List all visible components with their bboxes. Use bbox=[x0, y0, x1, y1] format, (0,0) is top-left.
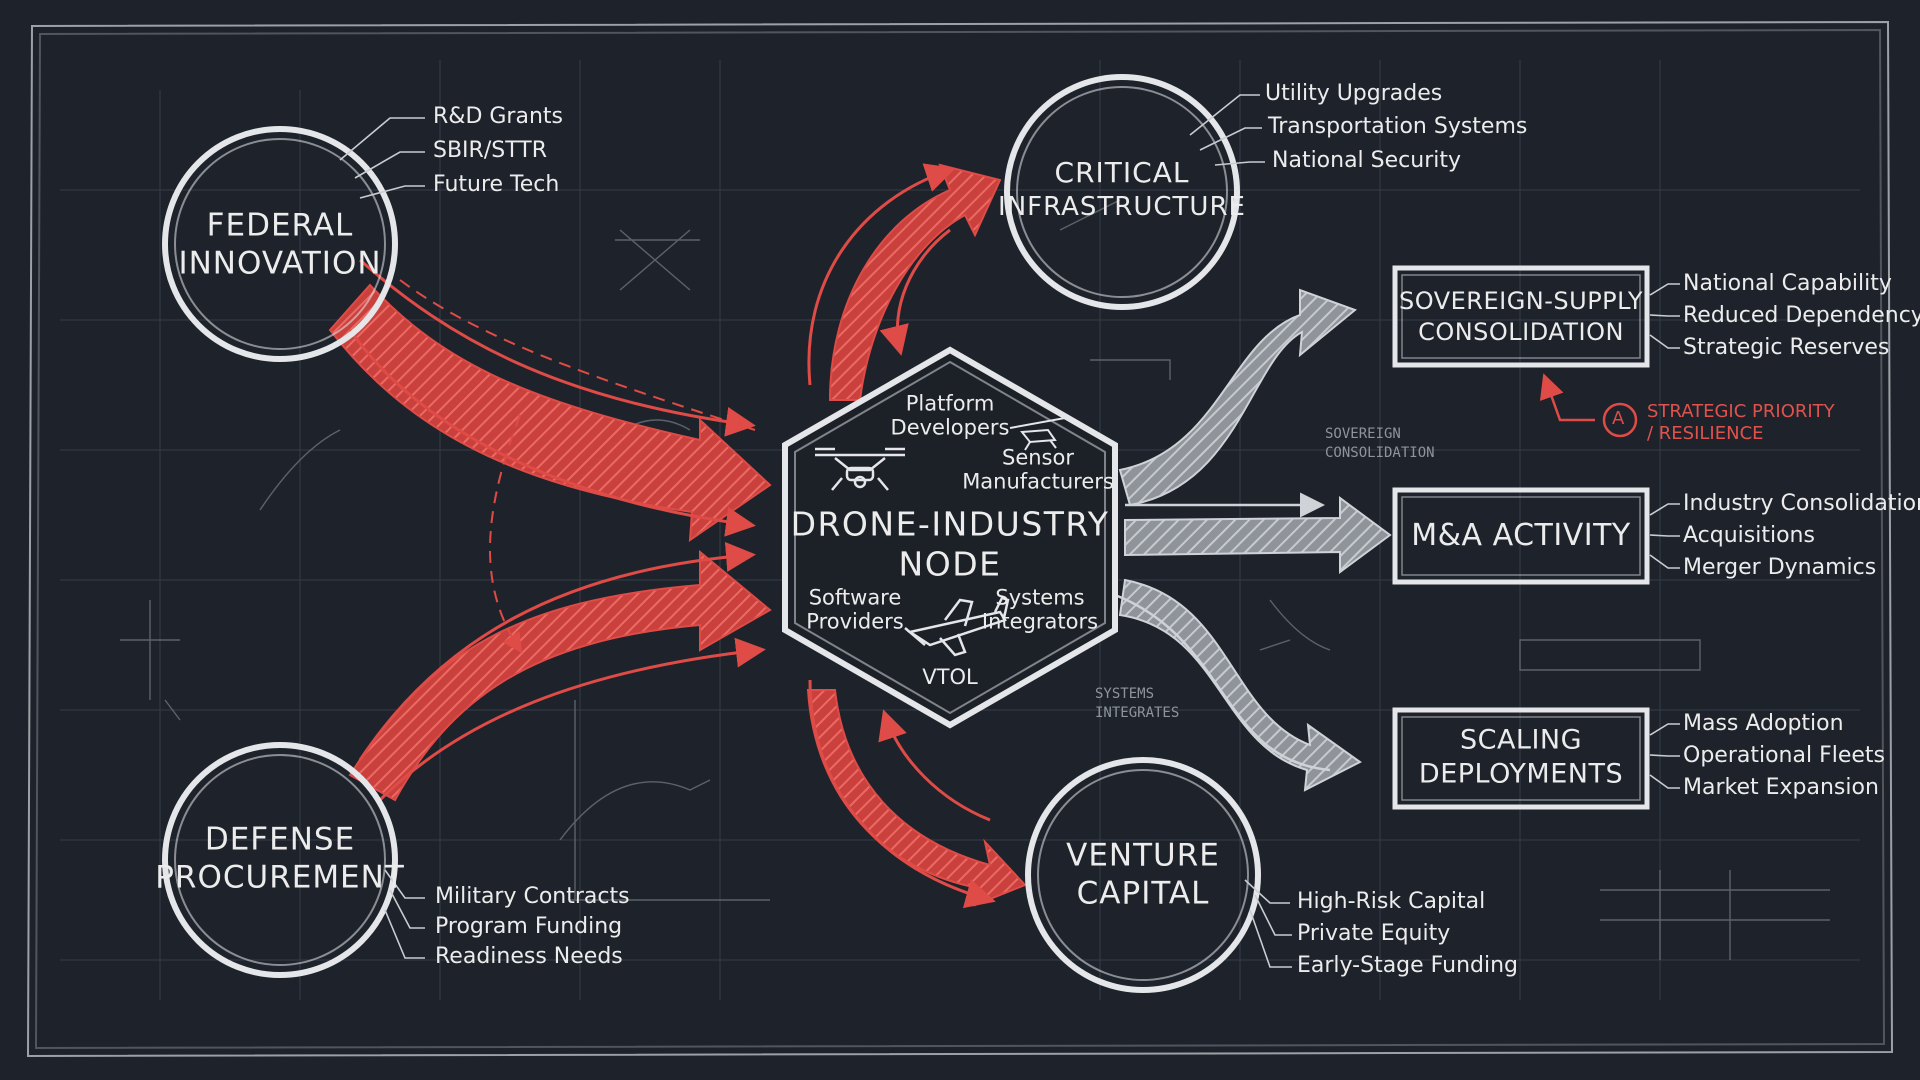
critical-infrastructure-circle bbox=[1004, 74, 1240, 310]
scaling-deployments-box bbox=[1392, 707, 1650, 810]
scaling-flow-arrow bbox=[1118, 578, 1362, 792]
defense-thin-arrow-2 bbox=[378, 637, 766, 802]
federal-main-arrow bbox=[328, 283, 772, 543]
scaling-bullet-3: Market Expansion bbox=[1683, 775, 1879, 800]
chalk-border bbox=[26, 20, 1894, 1058]
federal-thin-arrow-1 bbox=[359, 258, 756, 437]
ma-bullet-2: Acquisitions bbox=[1683, 523, 1815, 548]
venture-flow-arrows bbox=[806, 679, 1027, 909]
sovereign-title-line2: CONSOLIDATION bbox=[1418, 318, 1624, 346]
ma-activity-box bbox=[1392, 487, 1650, 585]
hub-software-providers-label: Software Providers bbox=[806, 585, 904, 633]
federal-bullet-2: SBIR/STTR bbox=[433, 138, 547, 163]
critical-infrastructure-title-line2: INFRASTRUCTURE bbox=[998, 192, 1246, 222]
venture-thin-arrow-1 bbox=[808, 679, 996, 909]
quadcopter-icon bbox=[815, 447, 905, 491]
vtol-aircraft-icon bbox=[904, 596, 1010, 657]
strategic-annotation-letter: A bbox=[1612, 408, 1625, 429]
venture-bullet-3: Early-Stage Funding bbox=[1297, 953, 1518, 978]
venture-return-arrow bbox=[878, 709, 991, 822]
scaling-title-line1: SCALING bbox=[1459, 724, 1583, 756]
background-sketches bbox=[120, 199, 1830, 960]
defense-procurement-circle bbox=[162, 742, 398, 978]
sovereign-supply-box bbox=[1392, 265, 1650, 368]
critical-infrastructure-title-line1: CRITICAL bbox=[1054, 156, 1190, 189]
ma-activity-title: M&A ACTIVITY bbox=[1411, 518, 1631, 553]
sovereign-consolidation-note: SOVEREIGN CONSOLIDATION bbox=[1325, 426, 1435, 461]
venture-capital-circle bbox=[1025, 757, 1261, 993]
venture-capital-title-line1: VENTURE bbox=[1066, 837, 1220, 874]
sovereign-title-line1: SOVEREIGN-SUPPLY bbox=[1398, 287, 1644, 315]
infrastructure-main-arrow bbox=[828, 163, 1002, 401]
defense-procurement-title-line1: DEFENSE bbox=[204, 821, 356, 858]
defense-flow-arrows bbox=[348, 414, 772, 802]
defense-dashed-arrow bbox=[489, 414, 523, 654]
sovereign-bullet-2: Reduced Dependency bbox=[1683, 303, 1920, 328]
hub-title: DRONE-INDUSTRY NODE bbox=[790, 504, 1110, 583]
sovereign-flow-arrow bbox=[1118, 288, 1357, 507]
infrastructure-return-arrow bbox=[879, 228, 951, 356]
federal-bullet-1: R&D Grants bbox=[433, 104, 563, 129]
defense-bullet-3: Readiness Needs bbox=[435, 944, 623, 969]
outcome-flow-arrows bbox=[1114, 288, 1392, 792]
defense-bullet-2: Program Funding bbox=[435, 914, 623, 939]
ma-bullet-1: Industry Consolidation bbox=[1683, 491, 1920, 516]
defense-thin-arrow-1 bbox=[358, 541, 756, 761]
venture-bullet-1: High-Risk Capital bbox=[1297, 889, 1486, 914]
federal-bullet-3: Future Tech bbox=[433, 172, 560, 197]
scaling-title-line2: DEPLOYMENTS bbox=[1418, 758, 1624, 790]
federal-dashed-arrow bbox=[399, 279, 756, 431]
infrastructure-bullet-3: National Security bbox=[1272, 148, 1462, 173]
sensor-drone-icon bbox=[1009, 417, 1066, 451]
strategic-annotation-marker bbox=[1539, 373, 1638, 438]
sovereign-bullet-3: Strategic Reserves bbox=[1683, 335, 1890, 360]
hub-platform-developers-label: Platform Developers bbox=[890, 391, 1010, 439]
venture-bullet-2: Private Equity bbox=[1297, 921, 1451, 946]
infrastructure-bullet-1: Utility Upgrades bbox=[1265, 81, 1443, 106]
hub-vtol-label: VTOL bbox=[922, 665, 978, 690]
federal-innovation-circle bbox=[162, 126, 398, 362]
venture-capital-title-line2: CAPITAL bbox=[1076, 875, 1210, 912]
federal-innovation-title-line2: INNOVATION bbox=[178, 245, 382, 282]
venture-main-arrow bbox=[806, 689, 1027, 907]
defense-bullet-1: Military Contracts bbox=[435, 884, 630, 909]
federal-flow-arrows bbox=[328, 258, 772, 543]
bullet-leader-lines bbox=[339, 94, 1680, 968]
strategic-annotation-text: STRATEGIC PRIORITY / RESILIENCE bbox=[1647, 401, 1835, 444]
infrastructure-bullet-2: Transportation Systems bbox=[1268, 114, 1528, 139]
ma-bullet-3: Merger Dynamics bbox=[1683, 555, 1877, 580]
federal-innovation-title-line1: FEDERAL bbox=[206, 207, 354, 244]
hub-sensor-manufacturers-label: Sensor Manufacturers bbox=[962, 445, 1114, 493]
scaling-bullet-2: Operational Fleets bbox=[1683, 743, 1885, 768]
infrastructure-flow-arrows bbox=[807, 163, 1002, 401]
sovereign-bullet-1: National Capability bbox=[1683, 271, 1892, 296]
defense-procurement-title-line2: PROCUREMENT bbox=[155, 859, 405, 896]
infrastructure-thin-arrow-1 bbox=[807, 163, 956, 386]
defense-main-arrow bbox=[348, 549, 772, 802]
scaling-bullet-1: Mass Adoption bbox=[1683, 711, 1844, 736]
ma-flow-arrow bbox=[1124, 496, 1392, 574]
scaling-thin-arrow bbox=[1114, 593, 1331, 772]
hub-systems-integrators-label: Systems Integrators bbox=[981, 585, 1099, 633]
systems-integrates-note: SYSTEMS INTEGRATES bbox=[1095, 686, 1180, 721]
drone-industry-hexagon bbox=[782, 346, 1118, 729]
